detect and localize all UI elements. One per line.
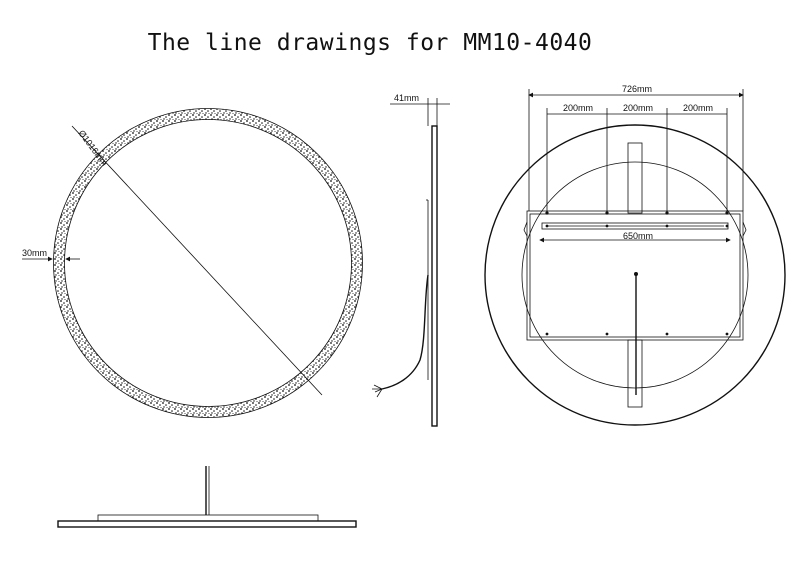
overall-width-label: 726mm bbox=[622, 84, 652, 94]
front-outer-edge bbox=[53, 108, 363, 418]
bracket-width-label: 650mm bbox=[623, 231, 653, 241]
back-view: 726mm 200mm 200mm 200mm 650mm bbox=[484, 84, 786, 426]
bottom-bracket-profile bbox=[97, 514, 319, 522]
front-view: Ø1016mm 30mm bbox=[22, 108, 363, 418]
bottom-mirror-profile bbox=[57, 520, 357, 528]
back-inner-edge bbox=[521, 161, 749, 389]
thickness-label: 41mm bbox=[394, 93, 419, 103]
back-top-bar bbox=[627, 142, 643, 214]
right-clip bbox=[742, 221, 747, 237]
back-mounting-frame bbox=[526, 210, 744, 341]
side-view: 41mm bbox=[372, 93, 450, 427]
mounting-holes bbox=[545, 211, 729, 336]
spacing-label-1: 200mm bbox=[563, 103, 593, 113]
power-cable bbox=[381, 274, 429, 390]
side-mirror-profile bbox=[431, 125, 438, 427]
front-inner-edge bbox=[64, 119, 352, 407]
back-outer-edge bbox=[484, 124, 786, 426]
diameter-dimension-line bbox=[71, 125, 323, 396]
cable-end-wires bbox=[372, 384, 383, 398]
back-bottom-bar bbox=[627, 339, 643, 408]
bottom-view bbox=[57, 466, 357, 528]
frame-width-label: 30mm bbox=[22, 248, 47, 258]
spacing-label-3: 200mm bbox=[683, 103, 713, 113]
spacing-label-2: 200mm bbox=[623, 103, 653, 113]
left-clip bbox=[523, 221, 528, 237]
drawing-title: The line drawings for MM10-4040 bbox=[147, 30, 593, 56]
front-led-frame-ring bbox=[53, 108, 363, 418]
